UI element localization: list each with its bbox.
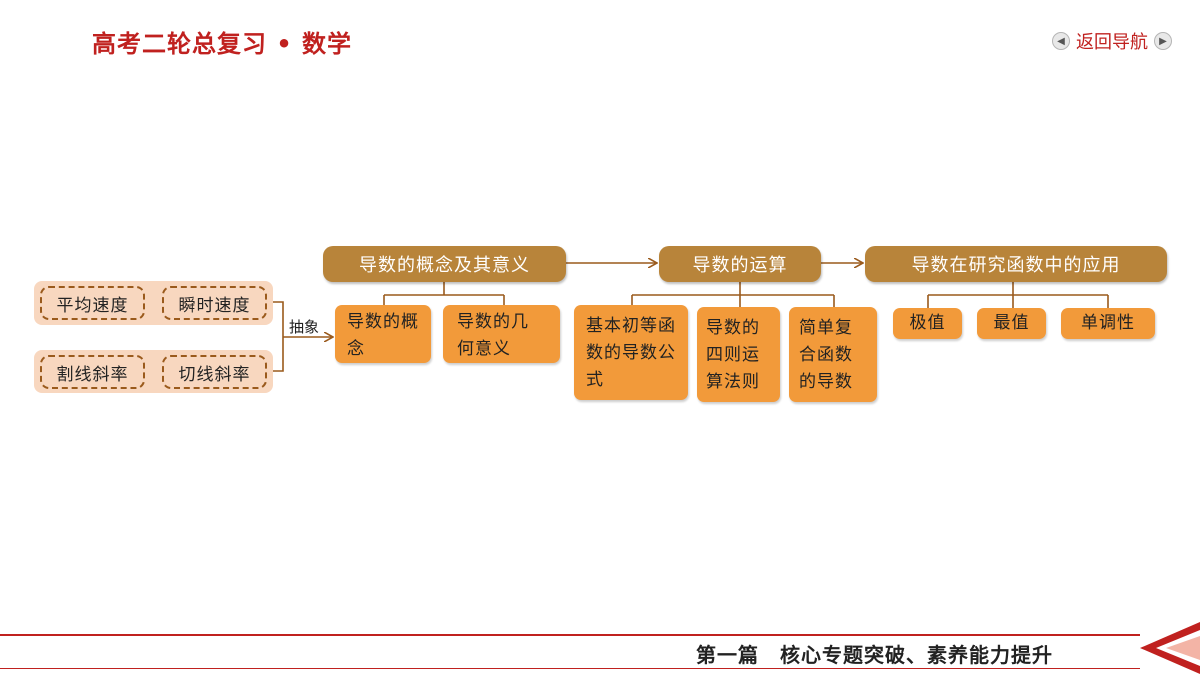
back-navigation[interactable]: ◀ 返回导航 ▶ xyxy=(1052,28,1172,54)
box-basic-formulas: 基本初等函数的导数公式 xyxy=(574,305,688,400)
header-application: 导数在研究函数中的应用 xyxy=(865,246,1167,282)
header-concept: 导数的概念及其意义 xyxy=(323,246,566,282)
box-extremum: 极值 xyxy=(893,308,962,339)
footer-divider-top xyxy=(0,634,1140,636)
secant-slope-box: 割线斜率 xyxy=(40,355,145,389)
tangent-slope-box: 切线斜率 xyxy=(162,355,267,389)
header-operation: 导数的运算 xyxy=(659,246,821,282)
average-speed-box: 平均速度 xyxy=(40,286,145,320)
box-max-min: 最值 xyxy=(977,308,1046,339)
abstraction-label: 抽象 xyxy=(289,318,320,336)
footer-chapter-title: 第一篇 核心专题突破、素养能力提升 xyxy=(696,643,1053,667)
nav-label[interactable]: 返回导航 xyxy=(1076,32,1148,53)
chevron-left-icon[interactable]: ◀ xyxy=(1052,32,1070,50)
box-monotonicity: 单调性 xyxy=(1061,308,1155,339)
chevron-right-icon[interactable]: ▶ xyxy=(1154,32,1172,50)
input-row-slope xyxy=(34,350,273,393)
box-composite-derivative: 简单复合函数的导数 xyxy=(789,307,877,402)
footer-corner-chevron-icon xyxy=(1140,622,1200,674)
box-arithmetic-rules: 导数的四则运算法则 xyxy=(697,307,780,402)
box-derivative-concept: 导数的概念 xyxy=(335,305,431,363)
box-geometric-meaning: 导数的几何意义 xyxy=(443,305,560,363)
input-row-speed xyxy=(34,281,273,325)
instant-speed-box: 瞬时速度 xyxy=(162,286,267,320)
footer-divider-bottom xyxy=(0,668,1140,669)
page-title: 高考二轮总复习 • 数学 xyxy=(92,30,353,58)
